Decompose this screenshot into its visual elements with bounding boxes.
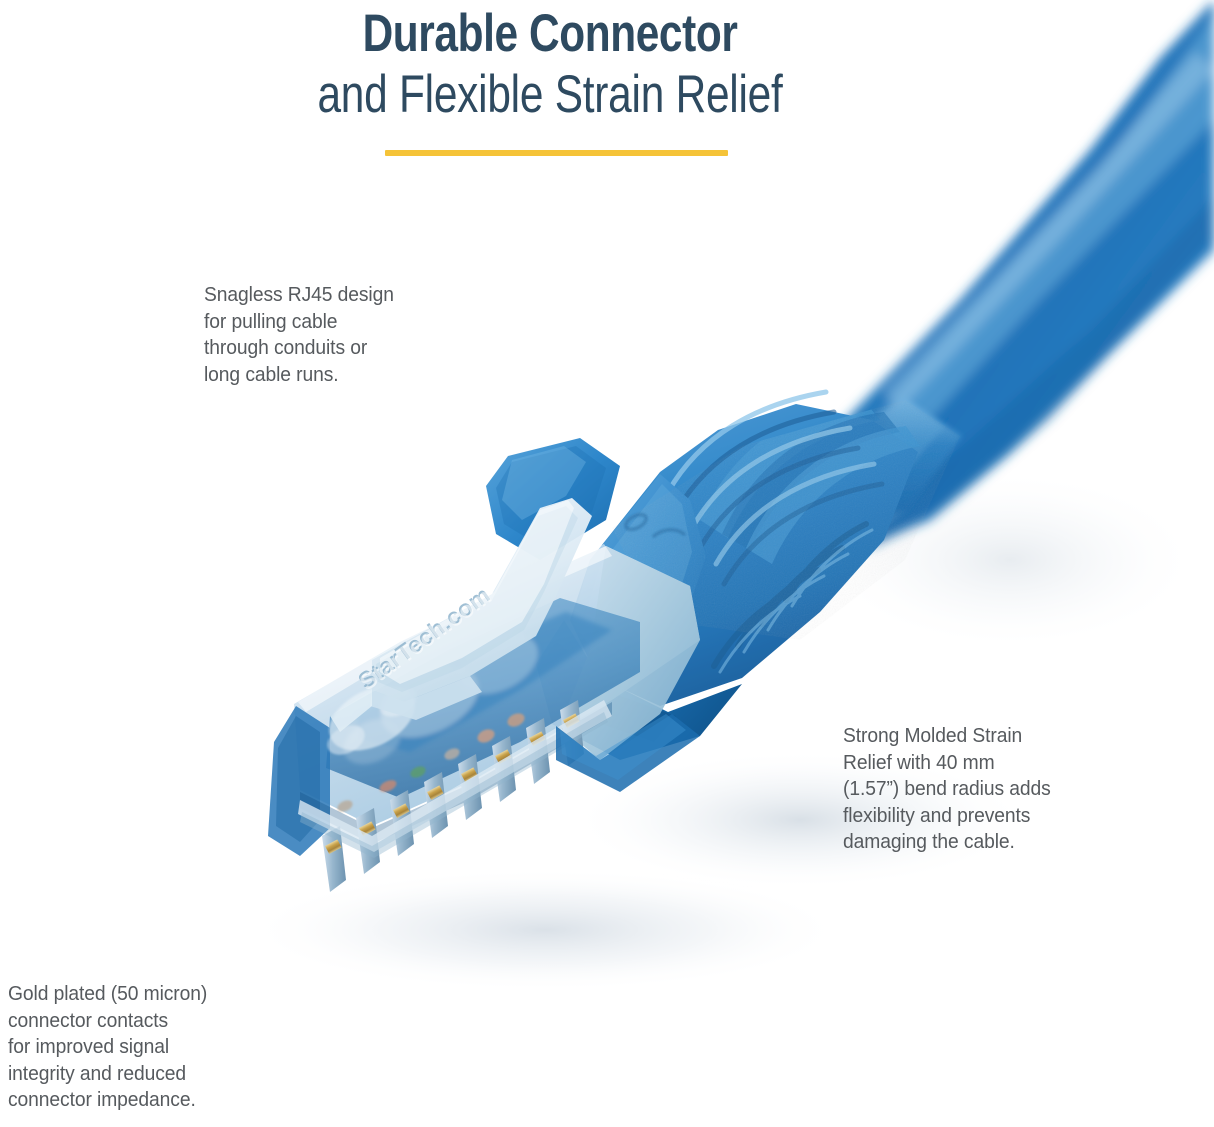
title-line-1: Durable Connector <box>362 4 738 63</box>
photo-shadow-boot <box>570 750 1030 890</box>
latch-guard-wing <box>486 438 620 560</box>
caption-snagless-design: Snagless RJ45 design for pulling cable t… <box>204 283 394 386</box>
boot-front-lip <box>556 714 700 792</box>
contact-pin <box>322 826 346 892</box>
twisted-pair-flecks <box>337 713 525 812</box>
caption-strain-relief: Strong Molded Strain Relief with 40 mm (… <box>843 724 1051 853</box>
title-accent-bar <box>385 150 728 156</box>
caption-gold-plated-contacts: Gold plated (50 micron) connector contac… <box>8 982 208 1111</box>
page-title: Durable Connector and Flexible Strain Re… <box>0 4 1100 126</box>
title-line-2: and Flexible Strain Relief <box>317 65 783 124</box>
photo-shadow-main <box>245 868 845 992</box>
plug-pin-rim <box>298 700 612 852</box>
